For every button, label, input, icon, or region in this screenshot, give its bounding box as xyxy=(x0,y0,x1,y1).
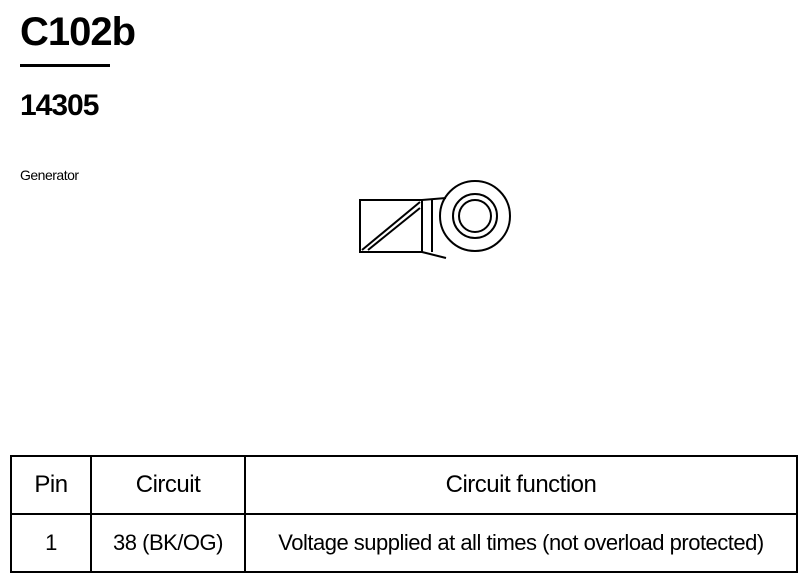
header-circuit-function: Circuit function xyxy=(244,455,798,515)
header-circuit: Circuit xyxy=(90,455,246,515)
pin-table-header-row: Pin Circuit Circuit function xyxy=(10,455,798,515)
cell-circuit-function: Voltage supplied at all times (not overl… xyxy=(244,513,798,573)
connector-id-underline xyxy=(20,64,110,67)
cell-pin: 1 xyxy=(10,513,92,573)
header-pin: Pin xyxy=(10,455,92,515)
ring-terminal-icon xyxy=(359,180,511,259)
connector-id: C102b xyxy=(20,10,136,54)
component-name: Generator xyxy=(20,167,79,183)
terminal-crimp-barrel xyxy=(359,199,433,253)
terminal-ring xyxy=(439,180,511,252)
part-number: 14305 xyxy=(20,89,99,122)
pin-table: Pin Circuit Circuit function 1 38 (BK/OG… xyxy=(10,455,798,573)
terminal-tongue xyxy=(421,197,447,259)
cell-circuit: 38 (BK/OG) xyxy=(90,513,246,573)
table-row: 1 38 (BK/OG) Voltage supplied at all tim… xyxy=(10,513,798,573)
